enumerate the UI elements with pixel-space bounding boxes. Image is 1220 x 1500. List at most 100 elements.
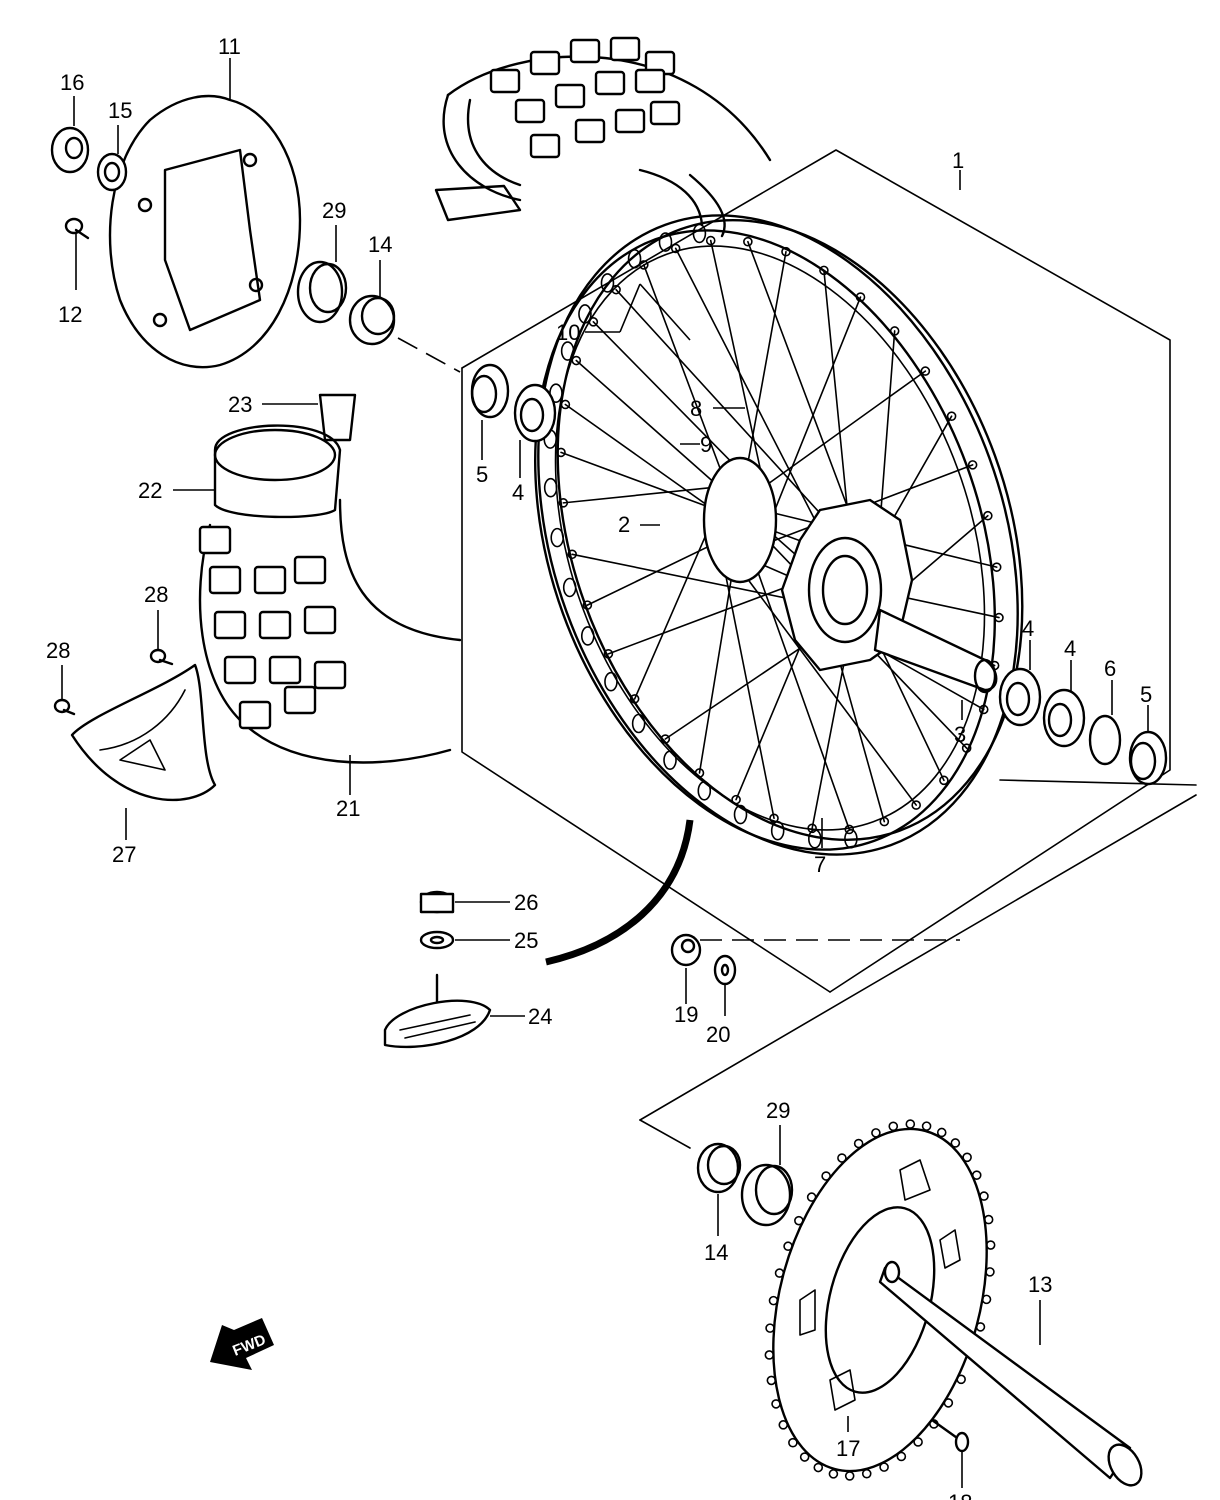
collar-14-lower — [696, 1142, 742, 1194]
leader-lines — [61, 58, 1149, 1488]
label-14-upper: 14 — [368, 232, 392, 257]
sprocket-tooth — [828, 1469, 839, 1479]
spoke-nipple — [603, 649, 614, 659]
sprocket-tooth — [888, 1121, 899, 1132]
sprocket-tooth — [879, 1462, 889, 1472]
sprocket-tooth — [837, 1153, 847, 1163]
label-16: 16 — [60, 70, 84, 95]
rim-hole — [550, 527, 565, 548]
washer-15 — [96, 152, 128, 192]
tire-knob — [514, 98, 546, 124]
spoke-nipple — [556, 447, 566, 458]
nut-19 — [670, 933, 702, 967]
sprocket-tooth — [985, 1267, 995, 1277]
sprocket-tooth — [799, 1452, 810, 1462]
tire-knob — [609, 36, 641, 62]
spoke-nipple — [558, 498, 569, 508]
rim-lock-24 — [383, 973, 492, 1049]
spoke — [586, 540, 720, 606]
tire-knob — [258, 610, 292, 640]
tire-knob — [554, 83, 586, 109]
sprocket-tooth — [979, 1191, 989, 1201]
spoke — [744, 250, 787, 476]
spoke-nipple — [961, 743, 972, 753]
spacer-29-lower — [740, 1163, 794, 1227]
sprocket-tooth — [956, 1374, 966, 1385]
spoke-nipple — [781, 246, 791, 257]
bearing-left-inner — [470, 363, 510, 419]
label-2: 2 — [618, 512, 630, 537]
sprocket-tooth — [806, 1192, 817, 1202]
tire-knob — [313, 660, 347, 690]
brake-disc — [108, 94, 302, 369]
spoke-nipple — [567, 549, 577, 560]
spoke-nipple — [994, 612, 1004, 623]
spoke-nipple — [879, 816, 890, 827]
spoke — [773, 296, 862, 512]
label-29-lower: 29 — [766, 1098, 790, 1123]
spoke-nipple — [629, 694, 640, 704]
spoke — [564, 403, 717, 512]
spoke — [709, 239, 765, 486]
tire-knob — [614, 108, 646, 134]
label-12: 12 — [58, 302, 82, 327]
lower-box-edge — [639, 794, 1197, 1121]
label-1: 1 — [952, 148, 964, 173]
sprocket-tooth — [936, 1127, 947, 1138]
sprocket-tooth — [778, 1420, 789, 1430]
sprocket-tooth — [821, 1171, 831, 1181]
spoke-nipple — [911, 800, 921, 810]
rim-hole — [770, 820, 785, 841]
label-19: 19 — [674, 1002, 698, 1027]
sprocket-tooth — [853, 1138, 864, 1149]
spoke-nipple — [560, 399, 571, 410]
spoke-nipple — [983, 510, 993, 521]
part-number-labels: 1 2 3 4 4 4 5 5 6 7 8 9 10 11 12 13 14 1… — [46, 34, 1152, 1500]
rim-hole — [844, 828, 858, 849]
label-8: 8 — [690, 396, 702, 421]
spoke-nipple — [582, 600, 593, 610]
washer-25 — [419, 930, 455, 950]
wheel-rim — [534, 214, 1024, 856]
sprocket-tooth — [971, 1170, 982, 1180]
spoke-nipple — [920, 366, 931, 376]
spoke-nipple — [807, 823, 817, 834]
inner-tube-and-tire-section — [198, 393, 462, 764]
label-28-lower: 28 — [46, 638, 70, 663]
label-4-right-2: 4 — [1064, 636, 1076, 661]
label-15: 15 — [108, 98, 132, 123]
tire-knob — [529, 133, 561, 159]
spoke-nipple — [819, 265, 829, 276]
label-27: 27 — [112, 842, 136, 867]
spoke-nipple — [991, 562, 1002, 572]
label-6: 6 — [1104, 656, 1116, 681]
sprocket-tooth — [764, 1350, 775, 1360]
tire-knob — [283, 685, 317, 715]
spoke-nipple — [694, 768, 705, 778]
spoke — [698, 561, 735, 774]
bearing-left-outer — [513, 383, 557, 443]
forward-arrow-icon: FWD — [210, 1318, 274, 1370]
rim-hole — [580, 626, 595, 646]
spoke-nipple — [670, 243, 681, 254]
rim-hole — [631, 713, 646, 734]
tire-knob — [268, 655, 302, 685]
tire-knob — [574, 118, 606, 144]
sprocket-tooth — [985, 1240, 996, 1250]
axis-line-left — [397, 337, 461, 373]
sprocket-tooth — [962, 1152, 972, 1163]
spoke-nipple — [743, 236, 753, 247]
rim-hole — [808, 829, 822, 849]
sprocket-tooth — [861, 1468, 872, 1479]
sprocket-tooth — [905, 1119, 916, 1129]
sprocket-tooth — [983, 1214, 994, 1225]
spoke-nipple — [855, 292, 866, 302]
sprocket-tooth — [765, 1323, 775, 1333]
spoke-nipple — [939, 775, 949, 786]
spoke-nipple — [889, 326, 900, 336]
spoke — [823, 269, 852, 547]
label-22: 22 — [138, 478, 162, 503]
spoke-nipple — [946, 411, 957, 421]
tire-knob — [238, 700, 272, 730]
tire-knob — [223, 655, 257, 685]
